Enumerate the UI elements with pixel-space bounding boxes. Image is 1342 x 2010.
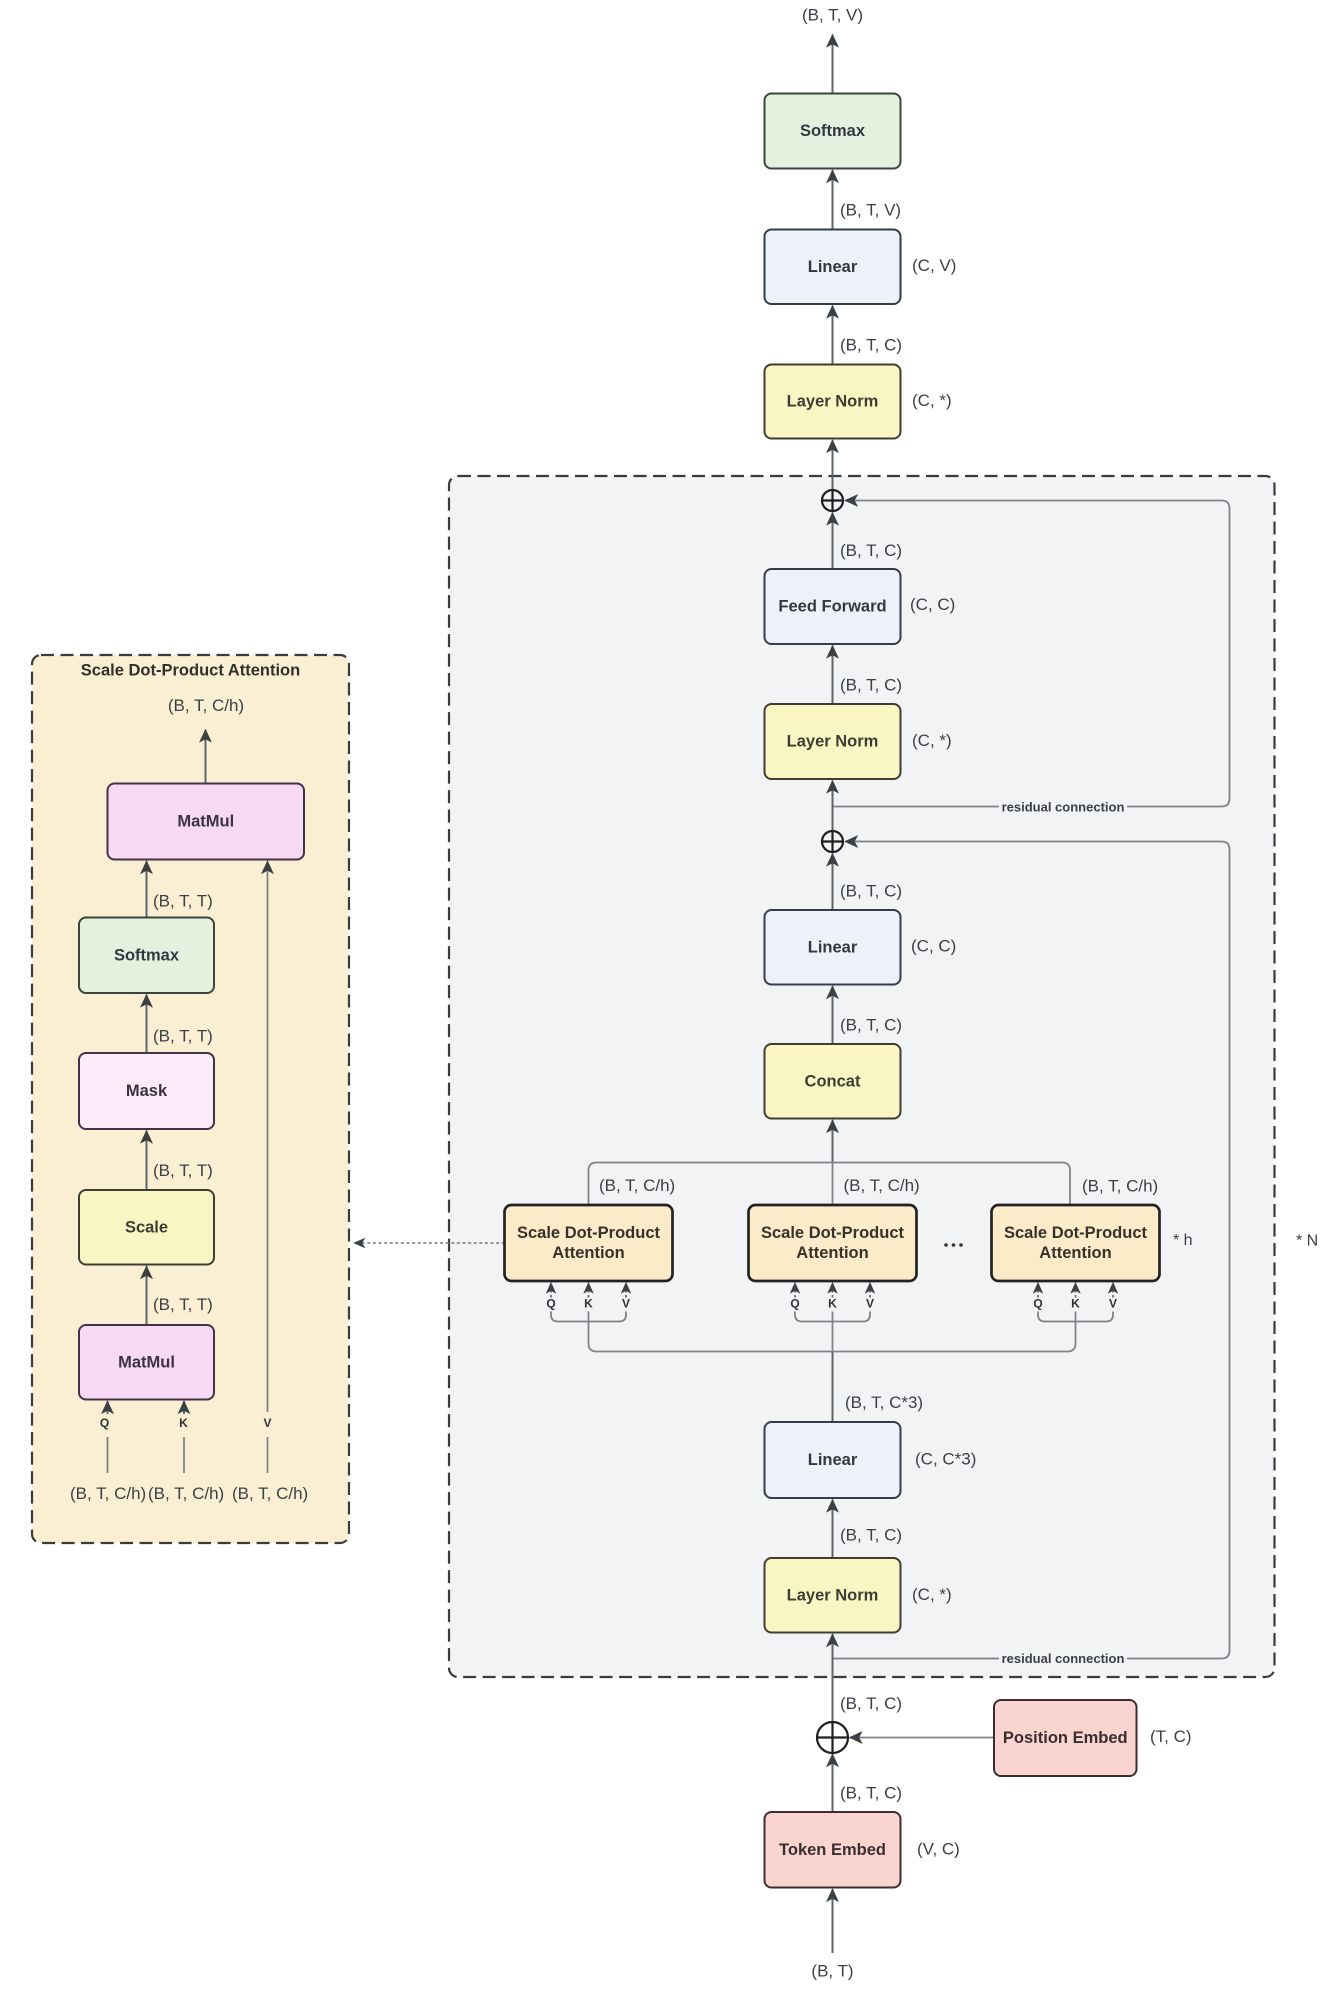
svg-text:Scale Dot-Product Attention: Scale Dot-Product Attention xyxy=(81,662,300,680)
svg-text:Concat: Concat xyxy=(805,1072,861,1090)
svg-text:Layer Norm: Layer Norm xyxy=(787,733,879,751)
svg-text:Attention: Attention xyxy=(552,1244,624,1262)
svg-text:(B, T, T): (B, T, T) xyxy=(153,1295,213,1314)
svg-text:(B, T, C): (B, T, C) xyxy=(840,541,902,560)
svg-text:Linear: Linear xyxy=(808,258,858,276)
svg-text:residual connection: residual connection xyxy=(1002,1651,1125,1666)
svg-text:Mask: Mask xyxy=(126,1082,168,1100)
svg-text:(B, T, C): (B, T, C) xyxy=(840,1016,902,1035)
svg-text:(B, T, C/h): (B, T, C/h) xyxy=(599,1176,675,1195)
svg-text:Token Embed: Token Embed xyxy=(779,1841,886,1859)
svg-text:Scale Dot-Product: Scale Dot-Product xyxy=(1004,1224,1148,1242)
svg-text:Attention: Attention xyxy=(796,1244,868,1262)
svg-text:V: V xyxy=(1109,1297,1117,1311)
svg-text:(V, C): (V, C) xyxy=(917,1840,960,1859)
svg-text:(B, T, C*3): (B, T, C*3) xyxy=(845,1393,923,1412)
svg-text:(B, T, V): (B, T, V) xyxy=(802,6,863,25)
svg-text:(T, C): (T, C) xyxy=(1150,1727,1192,1746)
svg-text:(B, T, C/h): (B, T, C/h) xyxy=(844,1176,920,1195)
svg-text:(C, C): (C, C) xyxy=(911,937,956,956)
svg-text:(C, C*3): (C, C*3) xyxy=(915,1450,976,1469)
svg-text:(B, T, V): (B, T, V) xyxy=(840,201,901,220)
svg-text:K: K xyxy=(179,1416,188,1430)
svg-text:Scale Dot-Product: Scale Dot-Product xyxy=(517,1224,661,1242)
svg-text:Feed Forward: Feed Forward xyxy=(778,598,886,616)
svg-text:(B, T, C/h): (B, T, C/h) xyxy=(148,1484,224,1503)
svg-text:(B, T, C): (B, T, C) xyxy=(840,1784,902,1803)
svg-text:Q: Q xyxy=(1033,1297,1042,1311)
svg-text:(B, T): (B, T) xyxy=(811,1962,853,1981)
svg-text:* N: * N xyxy=(1296,1233,1318,1250)
svg-text:Layer Norm: Layer Norm xyxy=(787,393,879,411)
svg-text:Linear: Linear xyxy=(808,938,858,956)
svg-text:(B, T, C): (B, T, C) xyxy=(840,676,902,695)
svg-text:(B, T, C): (B, T, C) xyxy=(840,882,902,901)
svg-text:K: K xyxy=(1071,1297,1080,1311)
svg-text:(B, T, C/h): (B, T, C/h) xyxy=(1082,1177,1158,1196)
svg-text:K: K xyxy=(584,1297,593,1311)
svg-text:Q: Q xyxy=(790,1297,799,1311)
svg-text:(C, *): (C, *) xyxy=(912,1585,952,1604)
svg-text:(B, T, T): (B, T, T) xyxy=(153,1161,213,1180)
svg-text:(C, *): (C, *) xyxy=(912,391,952,410)
svg-text:Q: Q xyxy=(100,1416,109,1430)
svg-text:Softmax: Softmax xyxy=(800,122,866,140)
svg-text:(B, T, C/h): (B, T, C/h) xyxy=(168,696,244,715)
svg-text:(C, V): (C, V) xyxy=(912,256,956,275)
svg-text:V: V xyxy=(622,1297,630,1311)
svg-text:Softmax: Softmax xyxy=(114,946,180,964)
svg-text:MatMul: MatMul xyxy=(177,813,234,831)
svg-text:Scale Dot-Product: Scale Dot-Product xyxy=(761,1224,905,1242)
svg-text:(C, C): (C, C) xyxy=(910,595,955,614)
svg-text:Scale: Scale xyxy=(125,1218,168,1236)
svg-text:* h: * h xyxy=(1173,1232,1193,1249)
svg-text:(B, T, C): (B, T, C) xyxy=(840,336,902,355)
svg-text:(B, T, C): (B, T, C) xyxy=(840,1526,902,1545)
svg-text:Position Embed: Position Embed xyxy=(1003,1729,1128,1747)
svg-text:Q: Q xyxy=(546,1297,555,1311)
svg-text:Attention: Attention xyxy=(1039,1244,1111,1262)
svg-text:(B, T, T): (B, T, T) xyxy=(153,892,213,911)
svg-text:V: V xyxy=(263,1416,271,1430)
svg-text:(C, *): (C, *) xyxy=(912,731,952,750)
svg-text:residual connection: residual connection xyxy=(1002,800,1125,815)
svg-text:(B, T, C/h): (B, T, C/h) xyxy=(70,1484,146,1503)
svg-text:Linear: Linear xyxy=(808,1451,858,1469)
svg-text:V: V xyxy=(866,1297,874,1311)
svg-text:(B, T, T): (B, T, T) xyxy=(153,1027,213,1046)
svg-text:(B, T, C): (B, T, C) xyxy=(840,1694,902,1713)
svg-text:(B, T, C/h): (B, T, C/h) xyxy=(232,1484,308,1503)
svg-text:Layer Norm: Layer Norm xyxy=(787,1586,879,1604)
svg-text:MatMul: MatMul xyxy=(118,1353,175,1371)
svg-text:K: K xyxy=(828,1297,837,1311)
